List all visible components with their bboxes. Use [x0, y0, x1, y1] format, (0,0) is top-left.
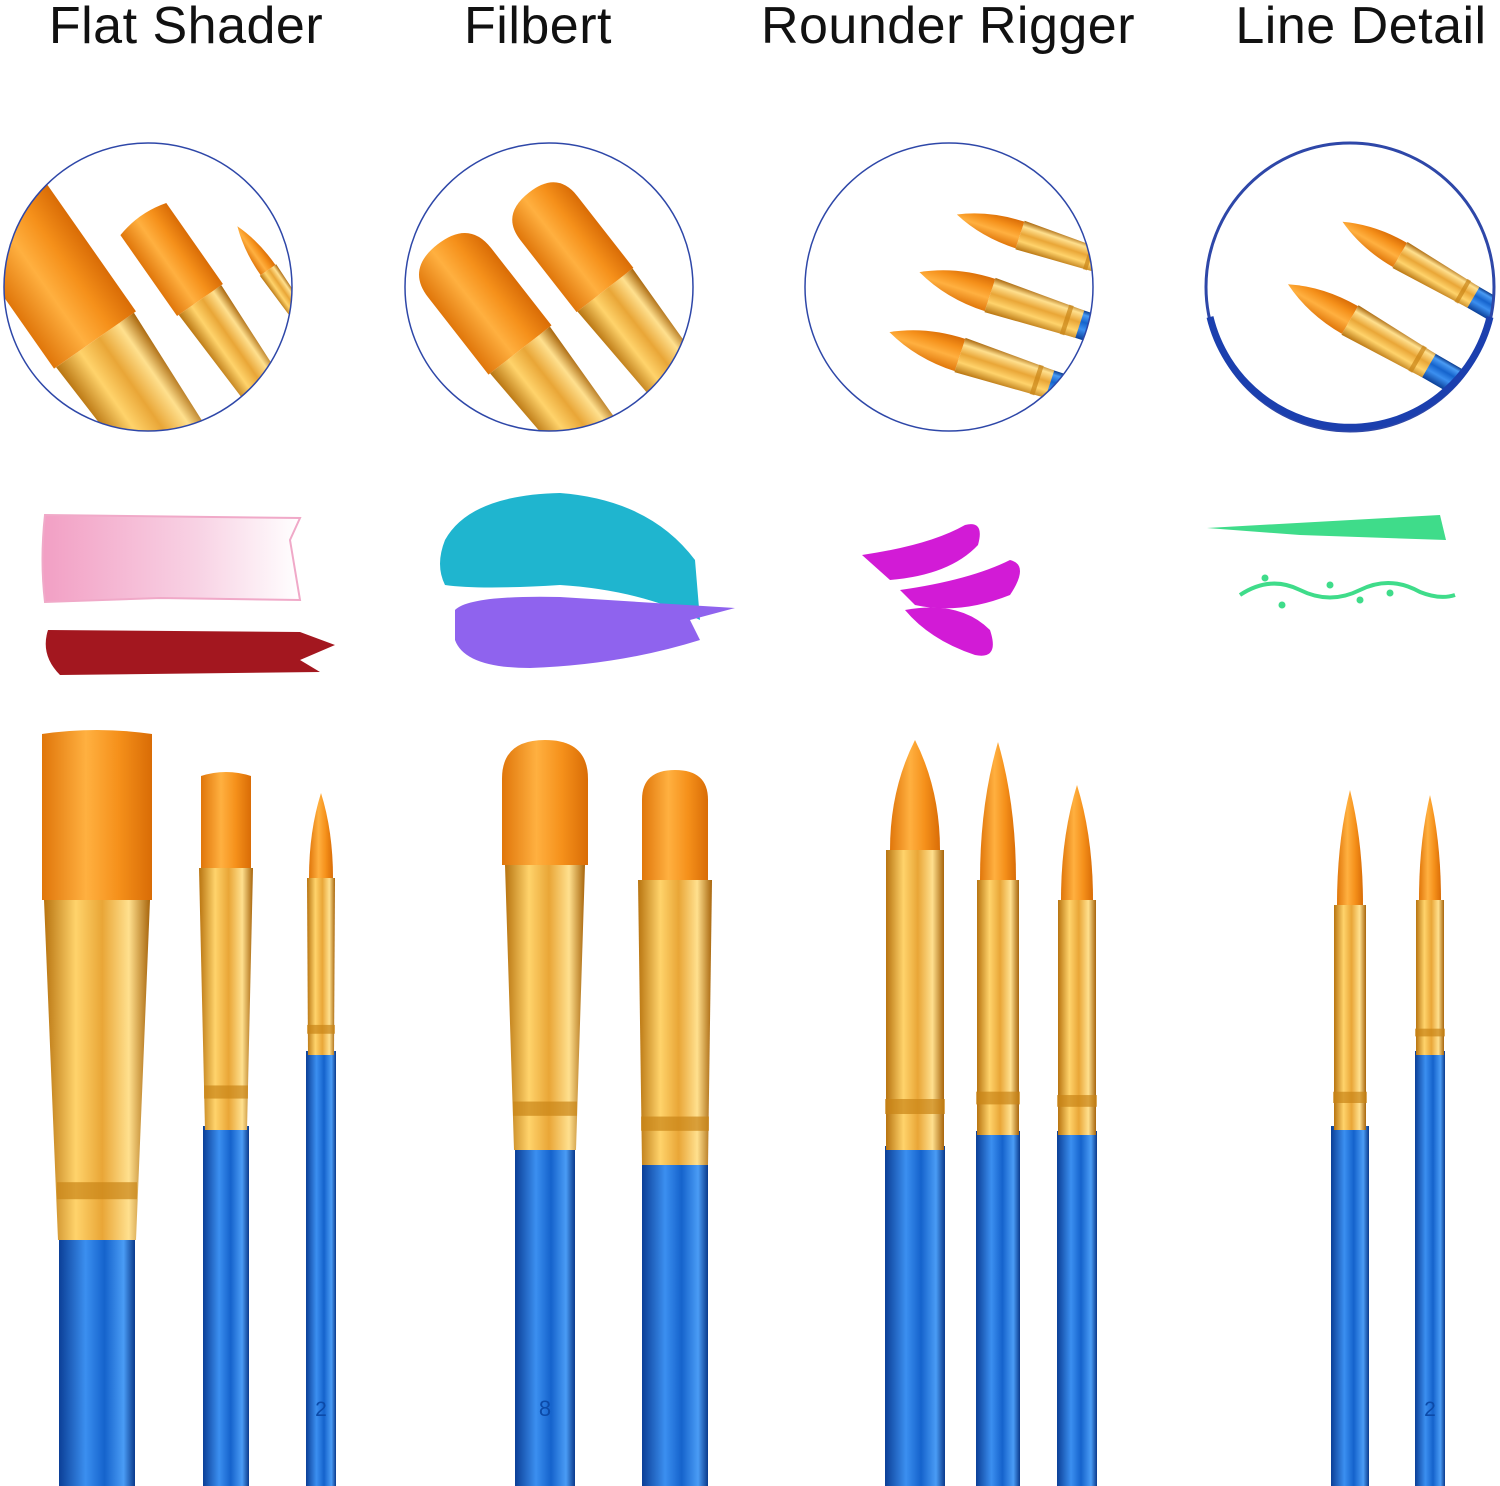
- brush-ferrule: [1392, 242, 1480, 308]
- brush-ferrule: [1416, 900, 1444, 1055]
- brush-ferrule: [1341, 305, 1436, 378]
- handle-size-number: 2: [315, 1398, 327, 1421]
- brush-bristles: [1061, 785, 1093, 900]
- brush-ferrule: [44, 900, 150, 1240]
- brush-bristles: [919, 270, 996, 312]
- brush-ferrule: [490, 326, 648, 431]
- brush-2-0: [885, 740, 945, 1486]
- closeup-brush-2-0: [889, 330, 1093, 431]
- brush-ferrule: [954, 337, 1055, 398]
- brush-ferrule: [1015, 220, 1093, 273]
- closeup-brush-2-1: [919, 270, 1093, 431]
- brush-set: 2 8 2: [42, 730, 1445, 1486]
- brush-handle: [1041, 369, 1093, 431]
- brush-ferrule: [307, 878, 335, 1055]
- circle-outline: [3, 142, 293, 432]
- column-title-rounder-rigger: Rounder Rigger: [760, 0, 1136, 55]
- circle-outline: [404, 142, 694, 432]
- paint-swatch-magenta-2: [900, 560, 1020, 609]
- brush-handle: [306, 1051, 336, 1486]
- brush-ferrule: [1058, 900, 1096, 1135]
- brush-handle: [1071, 309, 1093, 431]
- closeup-circles: [3, 141, 1496, 433]
- paint-swatches: [41, 493, 1456, 675]
- brush-handle: [515, 1146, 575, 1486]
- brush-bristles: [512, 182, 634, 313]
- paint-swatch-magenta-3: [905, 607, 993, 656]
- brush-2-2: [1057, 785, 1097, 1486]
- brush-ferrule: [977, 880, 1019, 1135]
- paint-swatch-magenta-1: [862, 524, 980, 580]
- brush-ferrule: [984, 277, 1085, 338]
- brush-bristles: [956, 213, 1025, 249]
- brush-bristles: [642, 770, 708, 880]
- brush-ferrule: [638, 880, 712, 1165]
- closeup-brush-3-1: [1342, 221, 1494, 431]
- brush-bristles: [889, 330, 966, 372]
- paint-swatch-pink: [41, 513, 302, 604]
- brush-bristles: [890, 740, 940, 850]
- brush-ferrule: [199, 868, 253, 1130]
- brush-handle: [976, 1131, 1020, 1486]
- brush-ferrule: [259, 264, 292, 331]
- brush-ferrule: [886, 850, 944, 1150]
- paint-swatch-green-line: [1207, 515, 1446, 540]
- paint-swatch-cyan: [440, 493, 700, 620]
- circle-outline: [804, 142, 1094, 432]
- brush-ferrule: [1334, 905, 1366, 1130]
- column-title-flat-shader: Flat Shader: [48, 0, 324, 55]
- brush-bristles: [1337, 790, 1363, 905]
- closeup-circle-2: [804, 142, 1094, 432]
- brush-bristles: [237, 226, 276, 276]
- brush-handle: [1415, 1051, 1445, 1486]
- paint-swatch-purple: [455, 596, 735, 668]
- closeup-brush-0-2: [237, 226, 292, 331]
- brush-handle: [676, 391, 693, 431]
- brush-bristles: [42, 730, 152, 900]
- closeup-brush-3-0: [1287, 284, 1494, 431]
- brush-3-0: [1331, 790, 1369, 1486]
- handle-size-number: 8: [539, 1396, 551, 1421]
- brush-bristles: [120, 203, 223, 317]
- closeup-circle-0: [3, 142, 293, 432]
- closeup-brush-1-0: [419, 232, 648, 431]
- brush-3-1: 2: [1415, 795, 1445, 1486]
- brush-handle: [203, 1126, 249, 1486]
- brush-handle: [255, 390, 292, 431]
- brush-2-1: [976, 742, 1020, 1486]
- closeup-circle-3: [1204, 141, 1496, 433]
- closeup-brush-2-2: [956, 213, 1093, 273]
- brush-bristles: [201, 772, 251, 868]
- brush-bristles: [1287, 284, 1358, 334]
- brush-bristles: [309, 793, 333, 878]
- handle-size-number: 2: [1424, 1398, 1436, 1421]
- brush-bristles: [1342, 221, 1407, 268]
- brush-bristles: [419, 232, 552, 375]
- paint-swatch-red: [45, 630, 335, 675]
- column-title-line-detail: Line Detail: [1235, 0, 1487, 55]
- brush-handle: [59, 1236, 135, 1486]
- brush-1-0: 8: [502, 740, 588, 1486]
- circle-outline: [1204, 141, 1496, 433]
- brush-0-2: 2: [306, 793, 336, 1486]
- brush-0-1: [199, 772, 253, 1486]
- brush-handle: [1463, 285, 1494, 431]
- brush-handle: [642, 1161, 708, 1486]
- paint-swatch-green-wave: [1238, 580, 1456, 600]
- brush-bristles: [1419, 795, 1441, 900]
- brush-handle: [885, 1146, 945, 1486]
- column-title-filbert: Filbert: [464, 0, 612, 55]
- brush-bristles: [502, 740, 588, 865]
- brush-handle: [1331, 1126, 1369, 1486]
- brush-ferrule: [505, 865, 585, 1150]
- brush-handle: [1057, 1131, 1097, 1486]
- brush-ferrule: [56, 312, 241, 431]
- brush-0-0: [42, 730, 152, 1486]
- brush-bristles: [980, 742, 1016, 880]
- brush-1-1: [638, 770, 712, 1486]
